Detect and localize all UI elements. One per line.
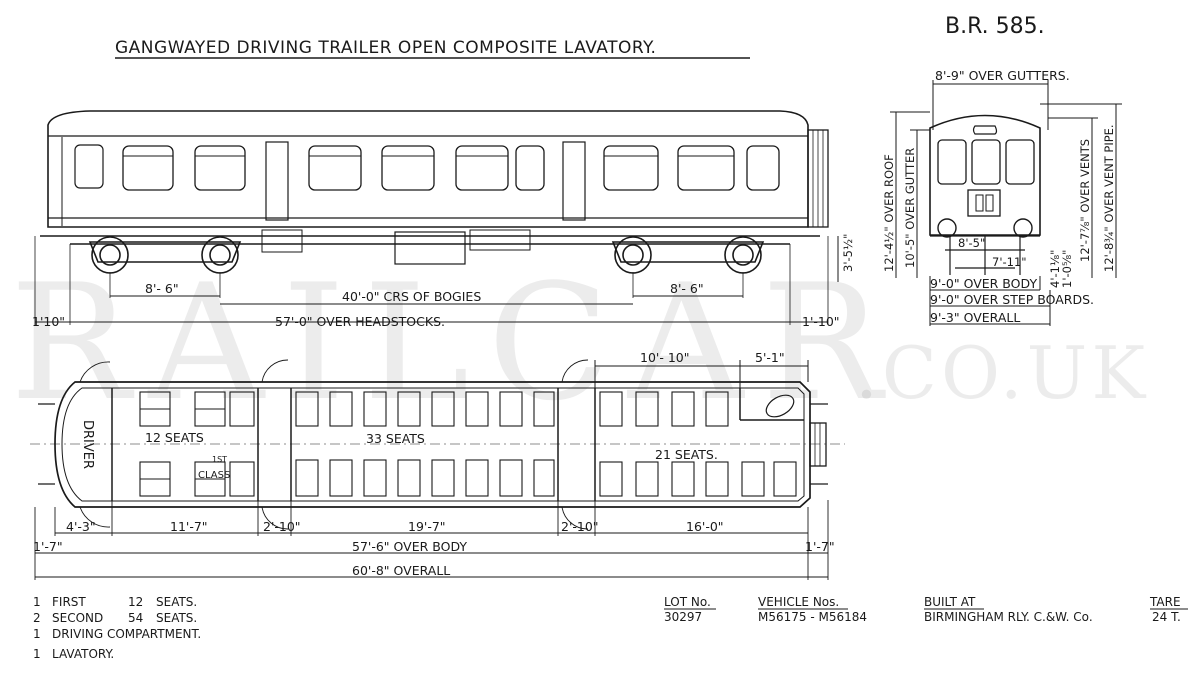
- accom-seats-1: 12: [128, 595, 143, 609]
- dim-over-vent-pipe: 12'-8¾" OVER VENT PIPE.: [1102, 124, 1116, 272]
- dim-small-a: 4'-1⅛": [1048, 250, 1062, 288]
- dim-over-body-end: 9'-0" OVER BODY: [930, 276, 1037, 291]
- dim-overall: 60'-8" OVERALL: [352, 563, 450, 578]
- dim-plan-end-right: 1'-7": [805, 539, 835, 554]
- side-elevation: 8'- 6" 40'-0" CRS OF BOGIES 8'- 6" 1'10"…: [32, 110, 855, 329]
- dim-seg-3: 2'-10": [263, 519, 301, 534]
- dim-over-step-boards: 9'-0" OVER STEP BOARDS.: [930, 292, 1094, 307]
- first-class-label: CLASS: [198, 470, 230, 481]
- dim-overall-end: 9'-3" OVERALL: [930, 310, 1020, 325]
- dim-seg-5: 2'-10": [561, 519, 599, 534]
- lot-value: 30297: [664, 610, 702, 624]
- dim-plan-end-left: 1'-7": [33, 539, 63, 554]
- built-value: BIRMINGHAM RLY. C.&W. Co.: [924, 610, 1093, 624]
- accom-class-1: FIRST: [52, 595, 86, 609]
- accom-class-2: SECOND: [52, 611, 103, 625]
- dim-top-b: 5'-1": [755, 350, 785, 365]
- dim-bogie-centres: 40'-0" CRS OF BOGIES: [342, 289, 481, 304]
- tare-label: TARE: [1149, 595, 1181, 609]
- dim-seg-6: 16'-0": [686, 519, 724, 534]
- accom-unit-2: SEATS.: [156, 611, 197, 625]
- first-class-seats: 12 SEATS: [145, 430, 204, 445]
- dim-buffer-height: 3'-5½": [841, 234, 855, 272]
- extra-text-1: DRIVING COMPARTMENT.: [52, 627, 201, 641]
- dim-bogie-b: 7'-11": [992, 255, 1027, 269]
- dim-bogie-a: 8'-5": [958, 236, 985, 250]
- accom-qty-2: 2: [33, 611, 41, 625]
- extra-qty-1: 1: [33, 627, 41, 641]
- dim-over-gutters: 8'-9" OVER GUTTERS.: [935, 68, 1070, 83]
- watermark-main: RAILCAR: [10, 249, 900, 436]
- vehicle-value: M56175 - M56184: [758, 610, 867, 624]
- watermark: RAILCAR .CO.UK: [10, 249, 1149, 436]
- extra-qty-2: 1: [33, 647, 41, 661]
- saloon-33-seats: 33 SEATS: [366, 431, 425, 446]
- saloon-21-seats: 21 SEATS.: [655, 447, 718, 462]
- dim-over-vents: 12'-7⅞" OVER VENTS: [1078, 139, 1092, 262]
- dim-headstocks: 57'-0" OVER HEADSTOCKS.: [275, 314, 445, 329]
- vehicle-label: VEHICLE Nos.: [758, 595, 839, 609]
- dim-small-b: 1'-0⅝": [1060, 250, 1074, 288]
- dim-seg-1: 4'-3": [66, 519, 96, 534]
- tare-value: 24 T.: [1152, 610, 1181, 624]
- drawing-title: GANGWAYED DRIVING TRAILER OPEN COMPOSITE…: [115, 38, 656, 58]
- dim-end-right: 1'-10": [802, 314, 840, 329]
- dim-over-body: 57'-6" OVER BODY: [352, 539, 467, 554]
- accom-seats-2: 54: [128, 611, 143, 625]
- accom-unit-1: SEATS.: [156, 595, 197, 609]
- dim-seg-4: 19'-7": [408, 519, 446, 534]
- accommodation-notes: 1 FIRST 12 SEATS. 2 SECOND 54 SEATS. 1 D…: [33, 595, 201, 661]
- end-elevation: 8'-9" OVER GUTTERS. 12'-4½" OVER ROOF 10…: [882, 68, 1122, 326]
- dim-end-left: 1'10": [32, 314, 65, 329]
- dim-bogie-wheelbase-right: 8'- 6": [670, 281, 704, 296]
- dim-over-roof: 12'-4½" OVER ROOF: [882, 154, 896, 272]
- accom-qty-1: 1: [33, 595, 41, 609]
- vehicle-info: LOT No. 30297 VEHICLE Nos. M56175 - M561…: [664, 595, 1188, 624]
- extra-text-2: LAVATORY.: [52, 647, 114, 661]
- lot-label: LOT No.: [664, 595, 711, 609]
- plan-view: DRIVER 12 SEATS 1ST CLASS 33 SEATS 21 SE…: [30, 350, 845, 580]
- dim-seg-2: 11'-7": [170, 519, 208, 534]
- dim-bogie-wheelbase-left: 8'- 6": [145, 281, 179, 296]
- diagram-number: B.R. 585.: [945, 14, 1045, 39]
- first-class-sup: 1ST: [212, 455, 227, 464]
- dim-top-a: 10'- 10": [640, 350, 689, 365]
- dim-over-gutter: 10'-5" OVER GUTTER: [903, 148, 917, 268]
- built-label: BUILT AT: [924, 595, 976, 609]
- watermark-suffix: .CO.UK: [855, 331, 1149, 415]
- driver-label: DRIVER: [80, 420, 95, 469]
